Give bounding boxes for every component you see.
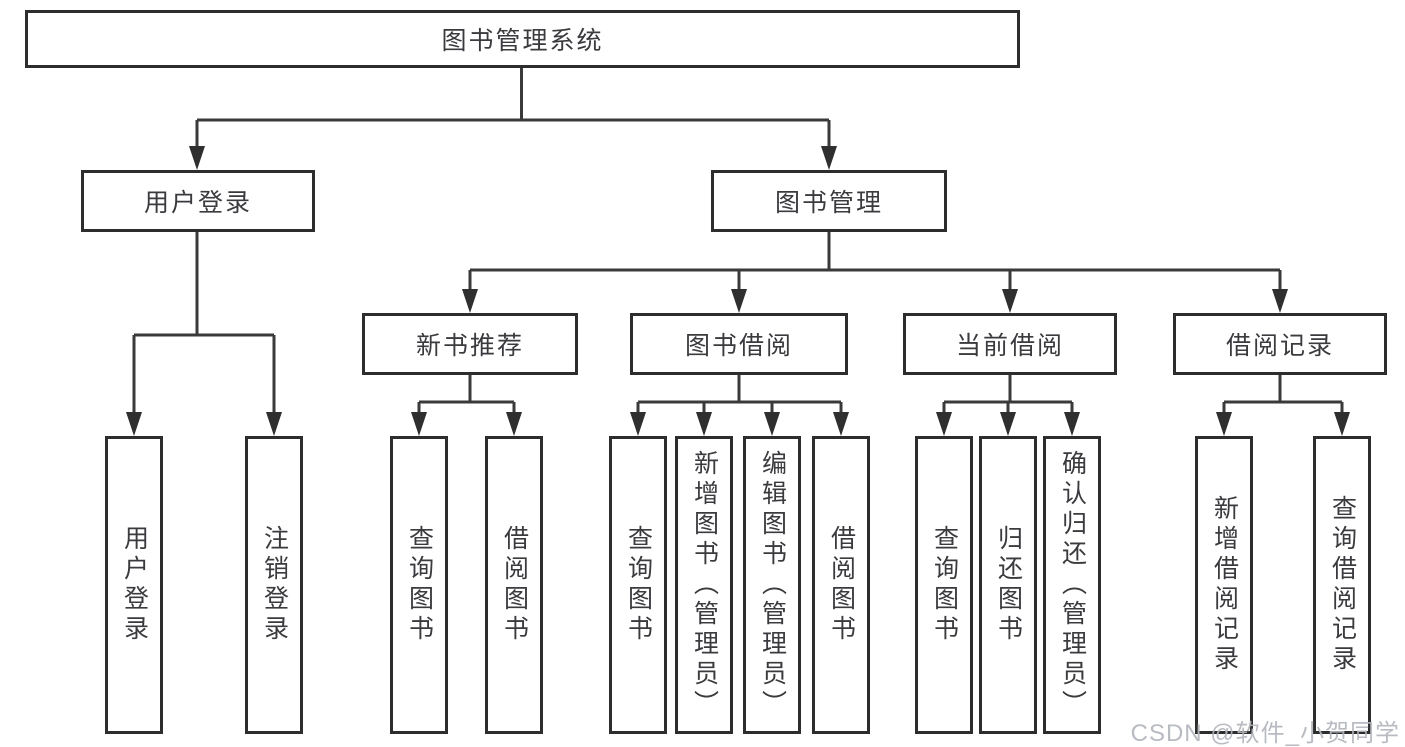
leaf-add-books-admin: 新增图书（管理员） xyxy=(675,436,733,734)
leaf-label: 编辑图书（管理员） xyxy=(758,450,787,720)
node-user-login: 用户登录 xyxy=(81,170,315,232)
leaf-label: 查询图书 xyxy=(405,525,434,645)
leaf-label: 注销登录 xyxy=(260,525,289,645)
leaf-query-borrow-record: 查询借阅记录 xyxy=(1313,436,1371,734)
leaf-label: 借阅图书 xyxy=(500,525,529,645)
node-label: 当前借阅 xyxy=(955,332,1064,360)
leaf-query-books: 查询图书 xyxy=(915,436,973,734)
leaf-label: 新增图书（管理员） xyxy=(690,450,719,720)
node-library-management-system: 图书管理系统 xyxy=(25,10,1020,68)
leaf-add-borrow-record: 新增借阅记录 xyxy=(1195,436,1253,734)
node-label: 借阅记录 xyxy=(1225,332,1334,360)
node-new-book-recommendation: 新书推荐 xyxy=(362,313,578,375)
leaf-label: 查询图书 xyxy=(624,525,653,645)
node-label: 图书管理 xyxy=(774,189,883,217)
leaf-label: 借阅图书 xyxy=(827,525,856,645)
leaf-query-books: 查询图书 xyxy=(609,436,667,734)
leaf-label: 归还图书 xyxy=(994,525,1023,645)
node-label: 用户登录 xyxy=(143,189,252,217)
leaf-edit-books-admin: 编辑图书（管理员） xyxy=(743,436,801,734)
node-label: 图书借阅 xyxy=(684,332,793,360)
leaf-borrow-books: 借阅图书 xyxy=(812,436,870,734)
leaf-label: 用户登录 xyxy=(120,525,149,645)
node-label: 新书推荐 xyxy=(415,332,524,360)
leaf-label: 查询图书 xyxy=(930,525,959,645)
node-borrowing-records: 借阅记录 xyxy=(1173,313,1387,375)
leaf-query-books: 查询图书 xyxy=(390,436,448,734)
leaf-logout: 注销登录 xyxy=(245,436,303,734)
node-label: 图书管理系统 xyxy=(441,27,604,55)
leaf-borrow-books: 借阅图书 xyxy=(485,436,543,734)
node-book-borrowing: 图书借阅 xyxy=(630,313,848,375)
leaf-label: 查询借阅记录 xyxy=(1328,495,1357,675)
node-book-management: 图书管理 xyxy=(711,170,947,232)
node-current-borrowing: 当前借阅 xyxy=(903,313,1117,375)
leaf-return-books: 归还图书 xyxy=(979,436,1037,734)
leaf-confirm-return-admin: 确认归还（管理员） xyxy=(1043,436,1101,734)
leaf-label: 新增借阅记录 xyxy=(1210,495,1239,675)
leaf-label: 确认归还（管理员） xyxy=(1058,450,1087,720)
leaf-user-login: 用户登录 xyxy=(105,436,163,734)
csdn-watermark: CSDN @软件_小贺同学 xyxy=(1130,720,1400,747)
